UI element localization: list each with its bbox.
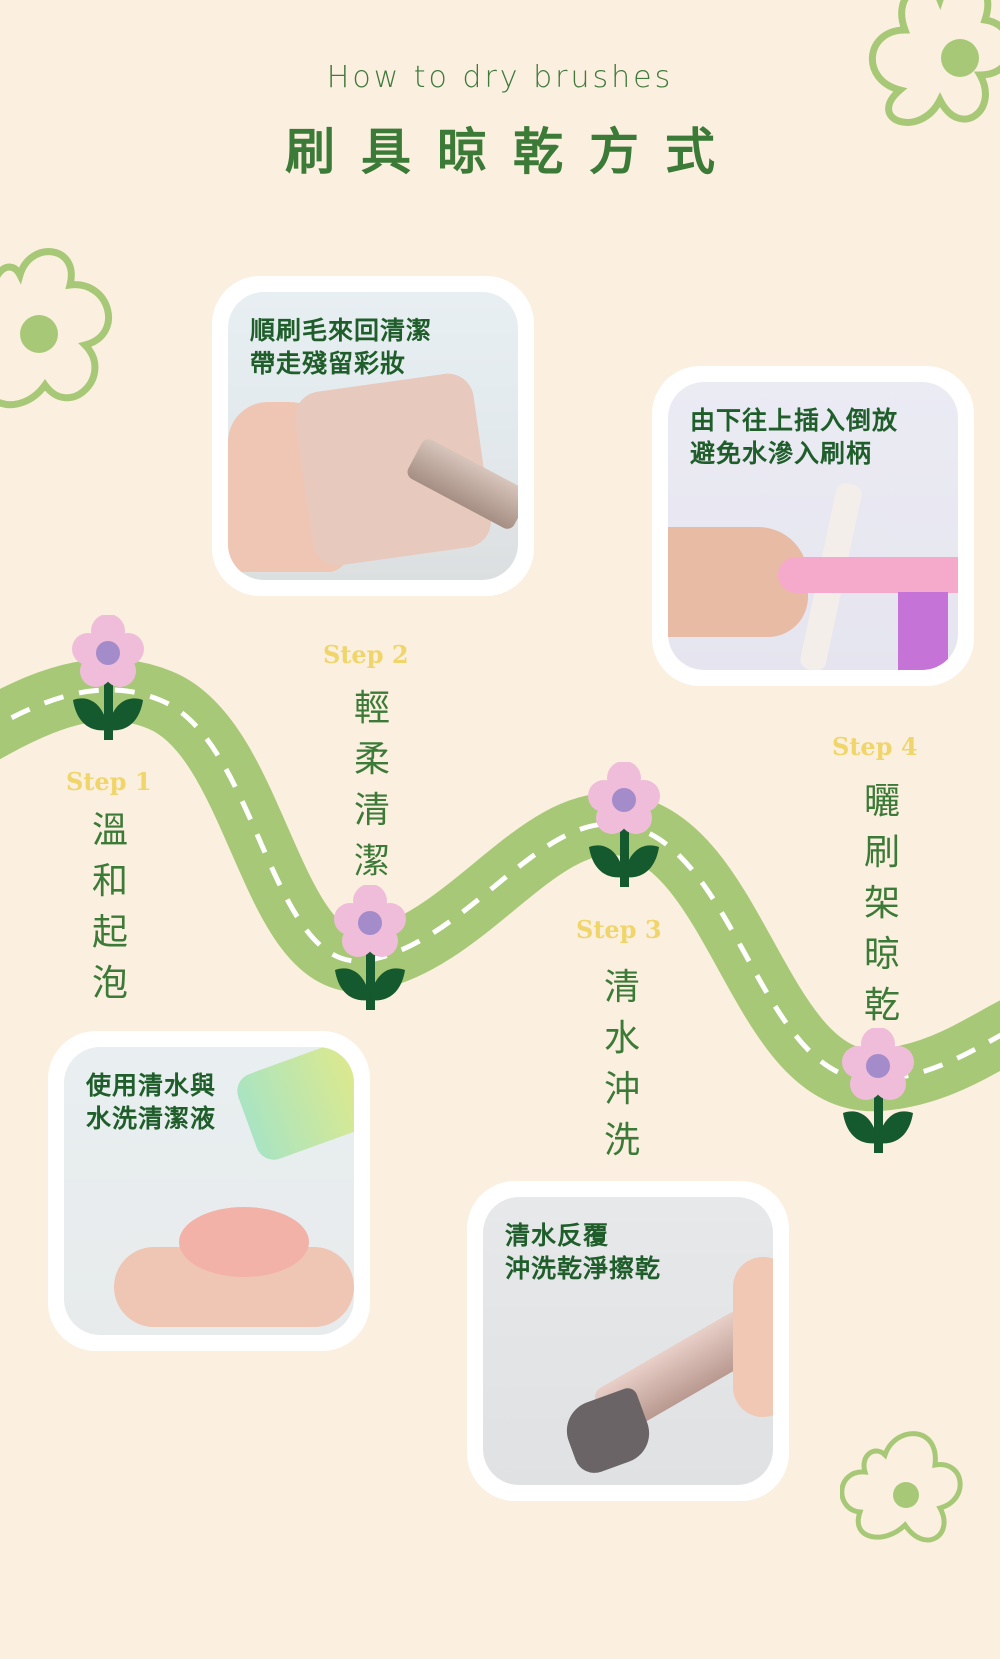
photo-caption: 使用清水與 水洗清潔液: [86, 1071, 217, 1133]
bowl-and-bottle-photo: 使用清水與 水洗清潔液: [64, 1047, 354, 1335]
page-subtitle: How to dry brushes: [326, 60, 674, 95]
page-title: 刷具晾乾方式: [285, 123, 741, 181]
flower-marker-step-1: [72, 615, 144, 740]
step-2-title: 輕柔清潔: [353, 688, 390, 882]
hand-shape: [733, 1257, 773, 1417]
cleaning-pad-photo: 順刷毛來回清潔 帶走殘留彩妝: [228, 292, 518, 580]
step-1-title: 溫和起泡: [91, 810, 128, 1004]
rack-stand-shape: [898, 592, 948, 670]
photo-caption: 順刷毛來回清潔 帶走殘留彩妝: [250, 316, 433, 378]
step-2-label: Step 2: [323, 640, 409, 669]
step-3-label: Step 3: [576, 915, 662, 944]
bottle-shape: [232, 1047, 354, 1165]
rinse-brush-photo: 清水反覆 沖洗乾淨擦乾: [483, 1197, 773, 1485]
photo-card-step-1: 使用清水與 水洗清潔液: [48, 1031, 370, 1351]
photo-caption: 清水反覆 沖洗乾淨擦乾: [505, 1221, 662, 1283]
step-3-title: 清水沖洗: [603, 967, 640, 1161]
flower-marker-step-3: [588, 762, 660, 887]
cleaning-bowl-shape: [179, 1207, 309, 1277]
outline-flower-icon: [840, 1431, 963, 1543]
photo-card-step-2: 順刷毛來回清潔 帶走殘留彩妝: [212, 276, 534, 596]
brush-rack-photo: 由下往上插入倒放 避免水滲入刷柄: [668, 382, 958, 670]
photo-caption: 由下往上插入倒放 避免水滲入刷柄: [690, 406, 899, 468]
outline-flower-icon: [0, 248, 113, 409]
rack-shape: [778, 557, 958, 593]
step-4-label: Step 4: [832, 732, 918, 761]
flower-marker-step-2: [334, 885, 406, 1010]
photo-card-step-3: 清水反覆 沖洗乾淨擦乾: [467, 1181, 789, 1501]
step-4-title: 曬刷架晾乾: [863, 781, 900, 1026]
flower-marker-step-4: [842, 1028, 914, 1153]
photo-card-step-4: 由下往上插入倒放 避免水滲入刷柄: [652, 366, 974, 686]
outline-flower-icon: [869, 0, 1000, 126]
step-1-label: Step 1: [66, 767, 152, 796]
